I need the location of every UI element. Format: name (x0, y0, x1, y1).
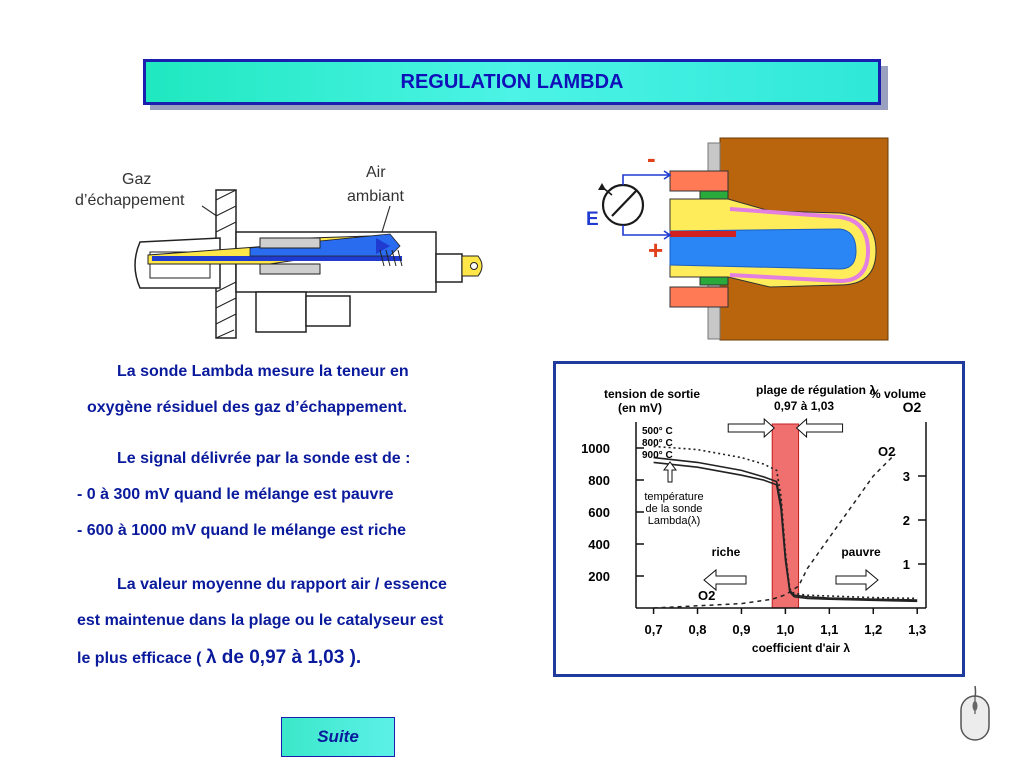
page-title-box: REGULATION LAMBDA (143, 59, 881, 105)
suite-label: Suite (317, 727, 359, 746)
label-gaz-2: d’échappement (75, 192, 185, 209)
temp-note: température (644, 491, 703, 503)
temp-label: 900° C (642, 450, 673, 461)
text-p3-line3-a: le plus efficace ( (77, 650, 206, 667)
temp-note: de la sonde (646, 503, 703, 515)
y2-tick-label: 2 (903, 513, 910, 528)
x-axis-label: coefficient d'air λ (752, 641, 851, 655)
text-p2: Le signal délivrée par la sonde est de : (117, 450, 411, 467)
text-p3-line3: le plus efficace ( λ de 0,97 à 1,03 ). (77, 647, 361, 669)
lambda-chart: 1000 800 600 400 200 3 2 1 0,7 0,8 0,9 1,0 1,1 1,2 1,3… (581, 383, 927, 655)
label-gaz-1: Gaz (122, 171, 151, 188)
y-tick-label: 1000 (581, 441, 610, 456)
suite-button[interactable]: Suite (281, 717, 395, 757)
chart-title-right-2: O2 (903, 399, 922, 415)
y-tick-label: 600 (588, 505, 610, 520)
text-p3-line3-b: λ de 0,97 à 1,03 ). (205, 647, 362, 668)
text-p1-line2: oxygène résiduel des gaz d’échappement. (87, 399, 408, 416)
text-p3-line1: La valeur moyenne du rapport air / essen… (117, 576, 447, 593)
riche-label: riche (712, 545, 741, 559)
text-p3-line2: est maintenue dans la plage ou le cataly… (77, 612, 444, 629)
y-tick-label: 800 (588, 473, 610, 488)
label-air-2: ambiant (347, 188, 404, 205)
chart-title-mid-2: 0,97 à 1,03 (774, 399, 834, 413)
chart-title-right-1: % volume (870, 387, 926, 401)
lambda-sensor-drawing: Gaz d’échappement Air ambiant (75, 164, 483, 339)
x-tick-label: 0,8 (688, 622, 706, 637)
text-bullet1: - 0 à 300 mV quand le mélange est pauvre (77, 486, 394, 503)
cell-minus: - (647, 143, 656, 173)
x-tick-label: 0,9 (732, 622, 750, 637)
y2-tick-label: 3 (903, 469, 910, 484)
lambda-chart-frame: 1000 800 600 400 200 3 2 1 0,7 0,8 0,9 1,0 1,1 1,2 1,3… (553, 361, 965, 677)
pauvre-label: pauvre (841, 545, 881, 559)
x-tick-label: 1,3 (908, 622, 926, 637)
chart-title-left-2: (en mV) (618, 401, 662, 415)
regulation-band (771, 423, 800, 609)
o2-high-label: O2 (878, 444, 895, 459)
temp-note: Lambda(λ) (648, 515, 701, 527)
o2-line (653, 453, 896, 609)
temp-label: 500° C (642, 426, 673, 437)
text-bullet2: - 600 à 1000 mV quand le mélange est ric… (77, 522, 407, 539)
series-line-2 (653, 461, 918, 603)
x-tick-label: 1,1 (820, 622, 838, 637)
cell-plus: + (648, 235, 663, 265)
band-arrow-right (795, 417, 844, 439)
y2-tick-label: 1 (903, 557, 910, 572)
pauvre-arrow (835, 568, 879, 592)
x-tick-label: 0,7 (645, 622, 663, 637)
x-tick-label: 1,2 (864, 622, 882, 637)
temp-label: 800° C (642, 438, 673, 449)
o2-low-label: O2 (698, 588, 715, 603)
page-title: REGULATION LAMBDA (400, 70, 624, 93)
riche-arrow (703, 568, 747, 592)
band-arrow-left (727, 417, 775, 439)
chart-title-left-1: tension de sortie (604, 387, 700, 401)
y-tick-label: 200 (588, 569, 610, 584)
x-tick-label: 1,0 (776, 622, 794, 637)
chart-title-mid-1: plage de régulation λ (756, 383, 876, 397)
text-p1-line1: La sonde Lambda mesure la teneur en (117, 363, 409, 380)
lambda-cell-drawing: - + E (586, 137, 889, 341)
temp-arrow (663, 461, 677, 483)
y-tick-label: 400 (588, 537, 610, 552)
cell-e-label: E (586, 209, 599, 230)
label-air-1: Air (366, 164, 386, 181)
mouse-icon[interactable] (955, 684, 995, 744)
